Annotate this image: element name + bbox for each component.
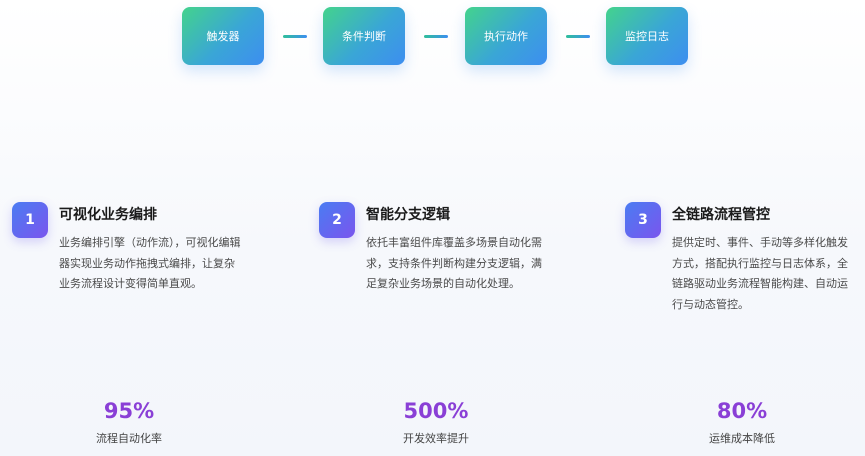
- feature-description: 业务编排引擎（动作流），可视化编辑器实现业务动作拖拽式编排，让复杂业务流程设计变…: [59, 236, 241, 290]
- stat-value: 80%: [716, 399, 768, 423]
- flow-connector: [424, 35, 448, 38]
- workflow-diagram: 触发器 条件判断 执行动作 监控日志: [0, 7, 865, 67]
- flow-node-action[interactable]: 执行动作: [465, 7, 547, 65]
- stat-ops-cost: 80% 运维成本降低: [662, 398, 822, 446]
- feature-number-badge: 2: [319, 202, 355, 238]
- feature-title: 全链路流程管控: [672, 207, 770, 223]
- flow-node-monitor[interactable]: 监控日志: [606, 7, 688, 65]
- flow-node-trigger[interactable]: 触发器: [182, 7, 264, 65]
- feature-number-badge: 3: [625, 202, 661, 238]
- stat-label: 运维成本降低: [709, 432, 775, 445]
- stat-automation-rate: 95% 流程自动化率: [49, 398, 209, 446]
- feature-title: 智能分支逻辑: [366, 207, 450, 223]
- feature-description: 提供定时、事件、手动等多样化触发方式，搭配执行监控与日志体系，全链路驱动业务流程…: [672, 236, 848, 311]
- feature-description: 依托丰富组件库覆盖多场景自动化需求，支持条件判断构建分支逻辑，满足复杂业务场景的…: [366, 236, 542, 290]
- flow-connector: [283, 35, 307, 38]
- stat-value: 95%: [103, 399, 155, 423]
- flow-node-condition[interactable]: 条件判断: [323, 7, 405, 65]
- flow-connector: [566, 35, 590, 38]
- stat-label: 流程自动化率: [96, 432, 162, 445]
- stat-label: 开发效率提升: [403, 432, 469, 445]
- feature-number-badge: 1: [12, 202, 48, 238]
- feature-title: 可视化业务编排: [59, 207, 157, 223]
- stat-value: 500%: [403, 399, 469, 423]
- stat-dev-efficiency: 500% 开发效率提升: [356, 398, 516, 446]
